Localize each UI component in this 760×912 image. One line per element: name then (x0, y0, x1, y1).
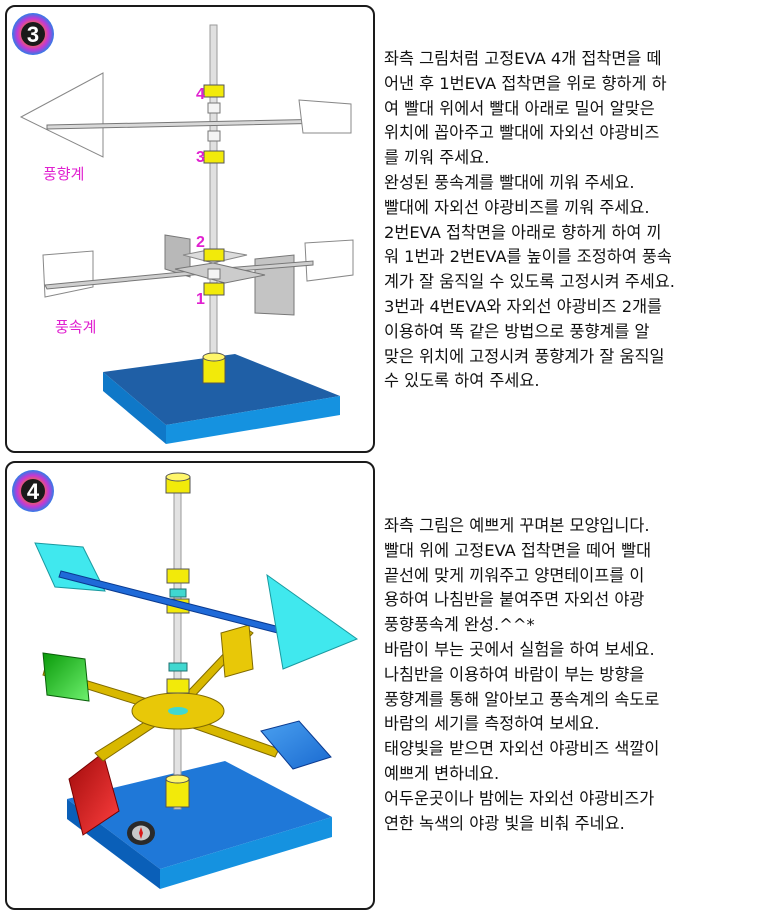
instruction-line: 수 있도록 하여 주세요. (384, 369, 756, 394)
instruction-line: 태양빛을 받으면 자외선 야광비즈 색깔이 (384, 737, 756, 762)
instruction-line: 여 빨대 위에서 빨대 아래로 밀어 알맞은 (384, 97, 756, 122)
instruction-line: 위치에 꼽아주고 빨대에 자외선 야광비즈 (384, 121, 756, 146)
eva-label-2: 2 (196, 234, 205, 251)
eva-label-1: 1 (196, 291, 205, 308)
instruction-line: 어낸 후 1번EVA 접착면을 위로 향하게 하 (384, 72, 756, 97)
step-number: 3 (27, 22, 39, 47)
instruction-line: 끝선에 맞게 끼워주고 양면테이프를 이 (384, 564, 756, 589)
instruction-line: 계가 잘 움직일 수 있도록 고정시켜 주세요. (384, 270, 756, 295)
instruction-line: 워 1번과 2번EVA를 높이를 조정하여 풍속 (384, 245, 756, 270)
instruction-line: 예쁘게 변하네요. (384, 762, 756, 787)
instruction-line: 빨대 위에 고정EVA 접착면을 떼어 빨대 (384, 539, 756, 564)
straw-holder (203, 353, 225, 383)
instruction-line: 맞은 위치에 고정시켜 풍향계가 잘 움직일 (384, 345, 756, 370)
instruction-line: 연한 녹색의 야광 빛을 비춰 주네요. (384, 812, 756, 837)
step3-illustration-panel: 3 (5, 5, 375, 453)
instruction-line: 나침반을 이용하여 바람이 부는 방향을 (384, 663, 756, 688)
instruction-line: 완성된 풍속계를 빨대에 끼워 주세요. (384, 171, 756, 196)
anemometer-label: 풍속계 (55, 318, 96, 336)
instruction-line: 용하여 나침반을 붙여주면 자외선 야광 (384, 588, 756, 613)
step4-instructions: 좌측 그림은 예쁘게 꾸며본 모양입니다. 빨대 위에 고정EVA 접착면을 떼… (384, 514, 756, 836)
straw (210, 25, 217, 360)
wind-vane-model (21, 73, 351, 157)
straw (174, 489, 181, 809)
step-badge-icon: 3 (12, 13, 54, 55)
compass-icon (127, 821, 155, 845)
instruction-line: 를 끼워 주세요. (384, 146, 756, 171)
instruction-line: 풍향계를 통해 알아보고 풍속계의 속도로 (384, 688, 756, 713)
wind-vane-label: 풍향계 (43, 165, 84, 183)
step-badge-icon: 4 (12, 470, 54, 512)
instruction-line: 어두운곳이나 밤에는 자외선 야광비즈가 (384, 787, 756, 812)
instruction-line: 3번과 4번EVA와 자외선 야광비즈 2개를 (384, 295, 756, 320)
step3-instructions: 좌측 그림처럼 고정EVA 4개 접착면을 떼 어낸 후 1번EVA 접착면을 … (384, 47, 756, 394)
instruction-line: 좌측 그림은 예쁘게 꾸며본 모양입니다. (384, 514, 756, 539)
eva-label-4: 4 (196, 86, 205, 103)
instruction-line: 이용하여 똑 같은 방법으로 풍향계를 알 (384, 320, 756, 345)
step4-illustration-panel: 4 (5, 461, 375, 910)
step-number: 4 (27, 479, 40, 504)
straw-holder (166, 775, 189, 807)
wind-vane-model (35, 543, 357, 669)
instruction-line: 2번EVA 접착면을 아래로 향하게 하여 끼 (384, 221, 756, 246)
instruction-line: 바람의 세기를 측정하여 보세요. (384, 712, 756, 737)
instruction-line: 바람이 부는 곳에서 실험을 하여 보세요. (384, 638, 756, 663)
gold-cup-card (221, 625, 253, 677)
eva-label-3: 3 (196, 149, 205, 166)
step3-illustration: 3 (7, 7, 373, 451)
blue-cup-card (261, 721, 331, 769)
green-cup-card (43, 653, 89, 701)
step4-illustration: 4 (7, 463, 373, 908)
instruction-line: 풍향풍속계 완성.^^* (384, 613, 756, 638)
instruction-line: 좌측 그림처럼 고정EVA 4개 접착면을 떼 (384, 47, 756, 72)
instruction-line: 빨대에 자외선 야광비즈를 끼워 주세요. (384, 196, 756, 221)
